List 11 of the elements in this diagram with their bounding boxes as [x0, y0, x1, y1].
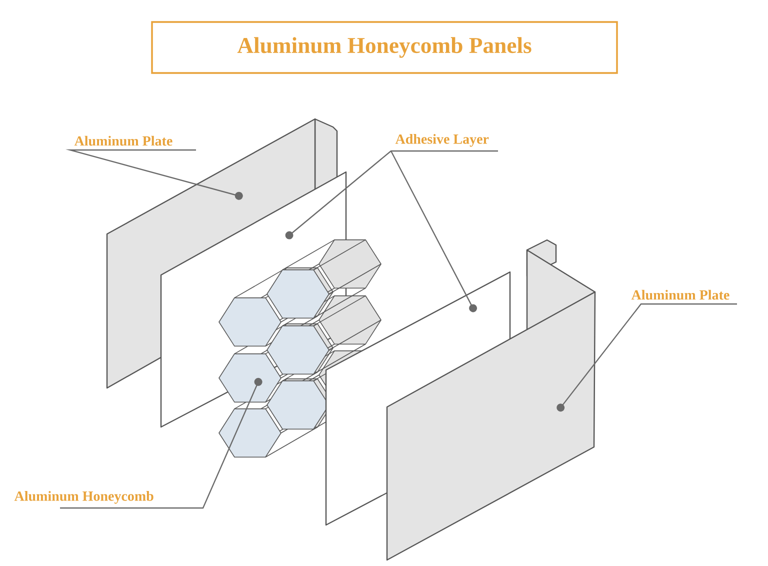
part-label: Aluminum Plate [631, 290, 730, 300]
part-label: Adhesive Layer [395, 134, 489, 147]
part-label: Aluminum Plate [74, 136, 172, 146]
leader-line [60, 378, 262, 509]
leader-line [390, 150, 478, 312]
leader-line [285, 150, 498, 240]
leader-line [66, 149, 243, 200]
panel-drawing [386, 239, 596, 561]
leader-line [556, 303, 737, 412]
part-label: Aluminum Honeycomb [14, 491, 154, 504]
title-box: Aluminum Honeycomb Panels [151, 21, 618, 74]
